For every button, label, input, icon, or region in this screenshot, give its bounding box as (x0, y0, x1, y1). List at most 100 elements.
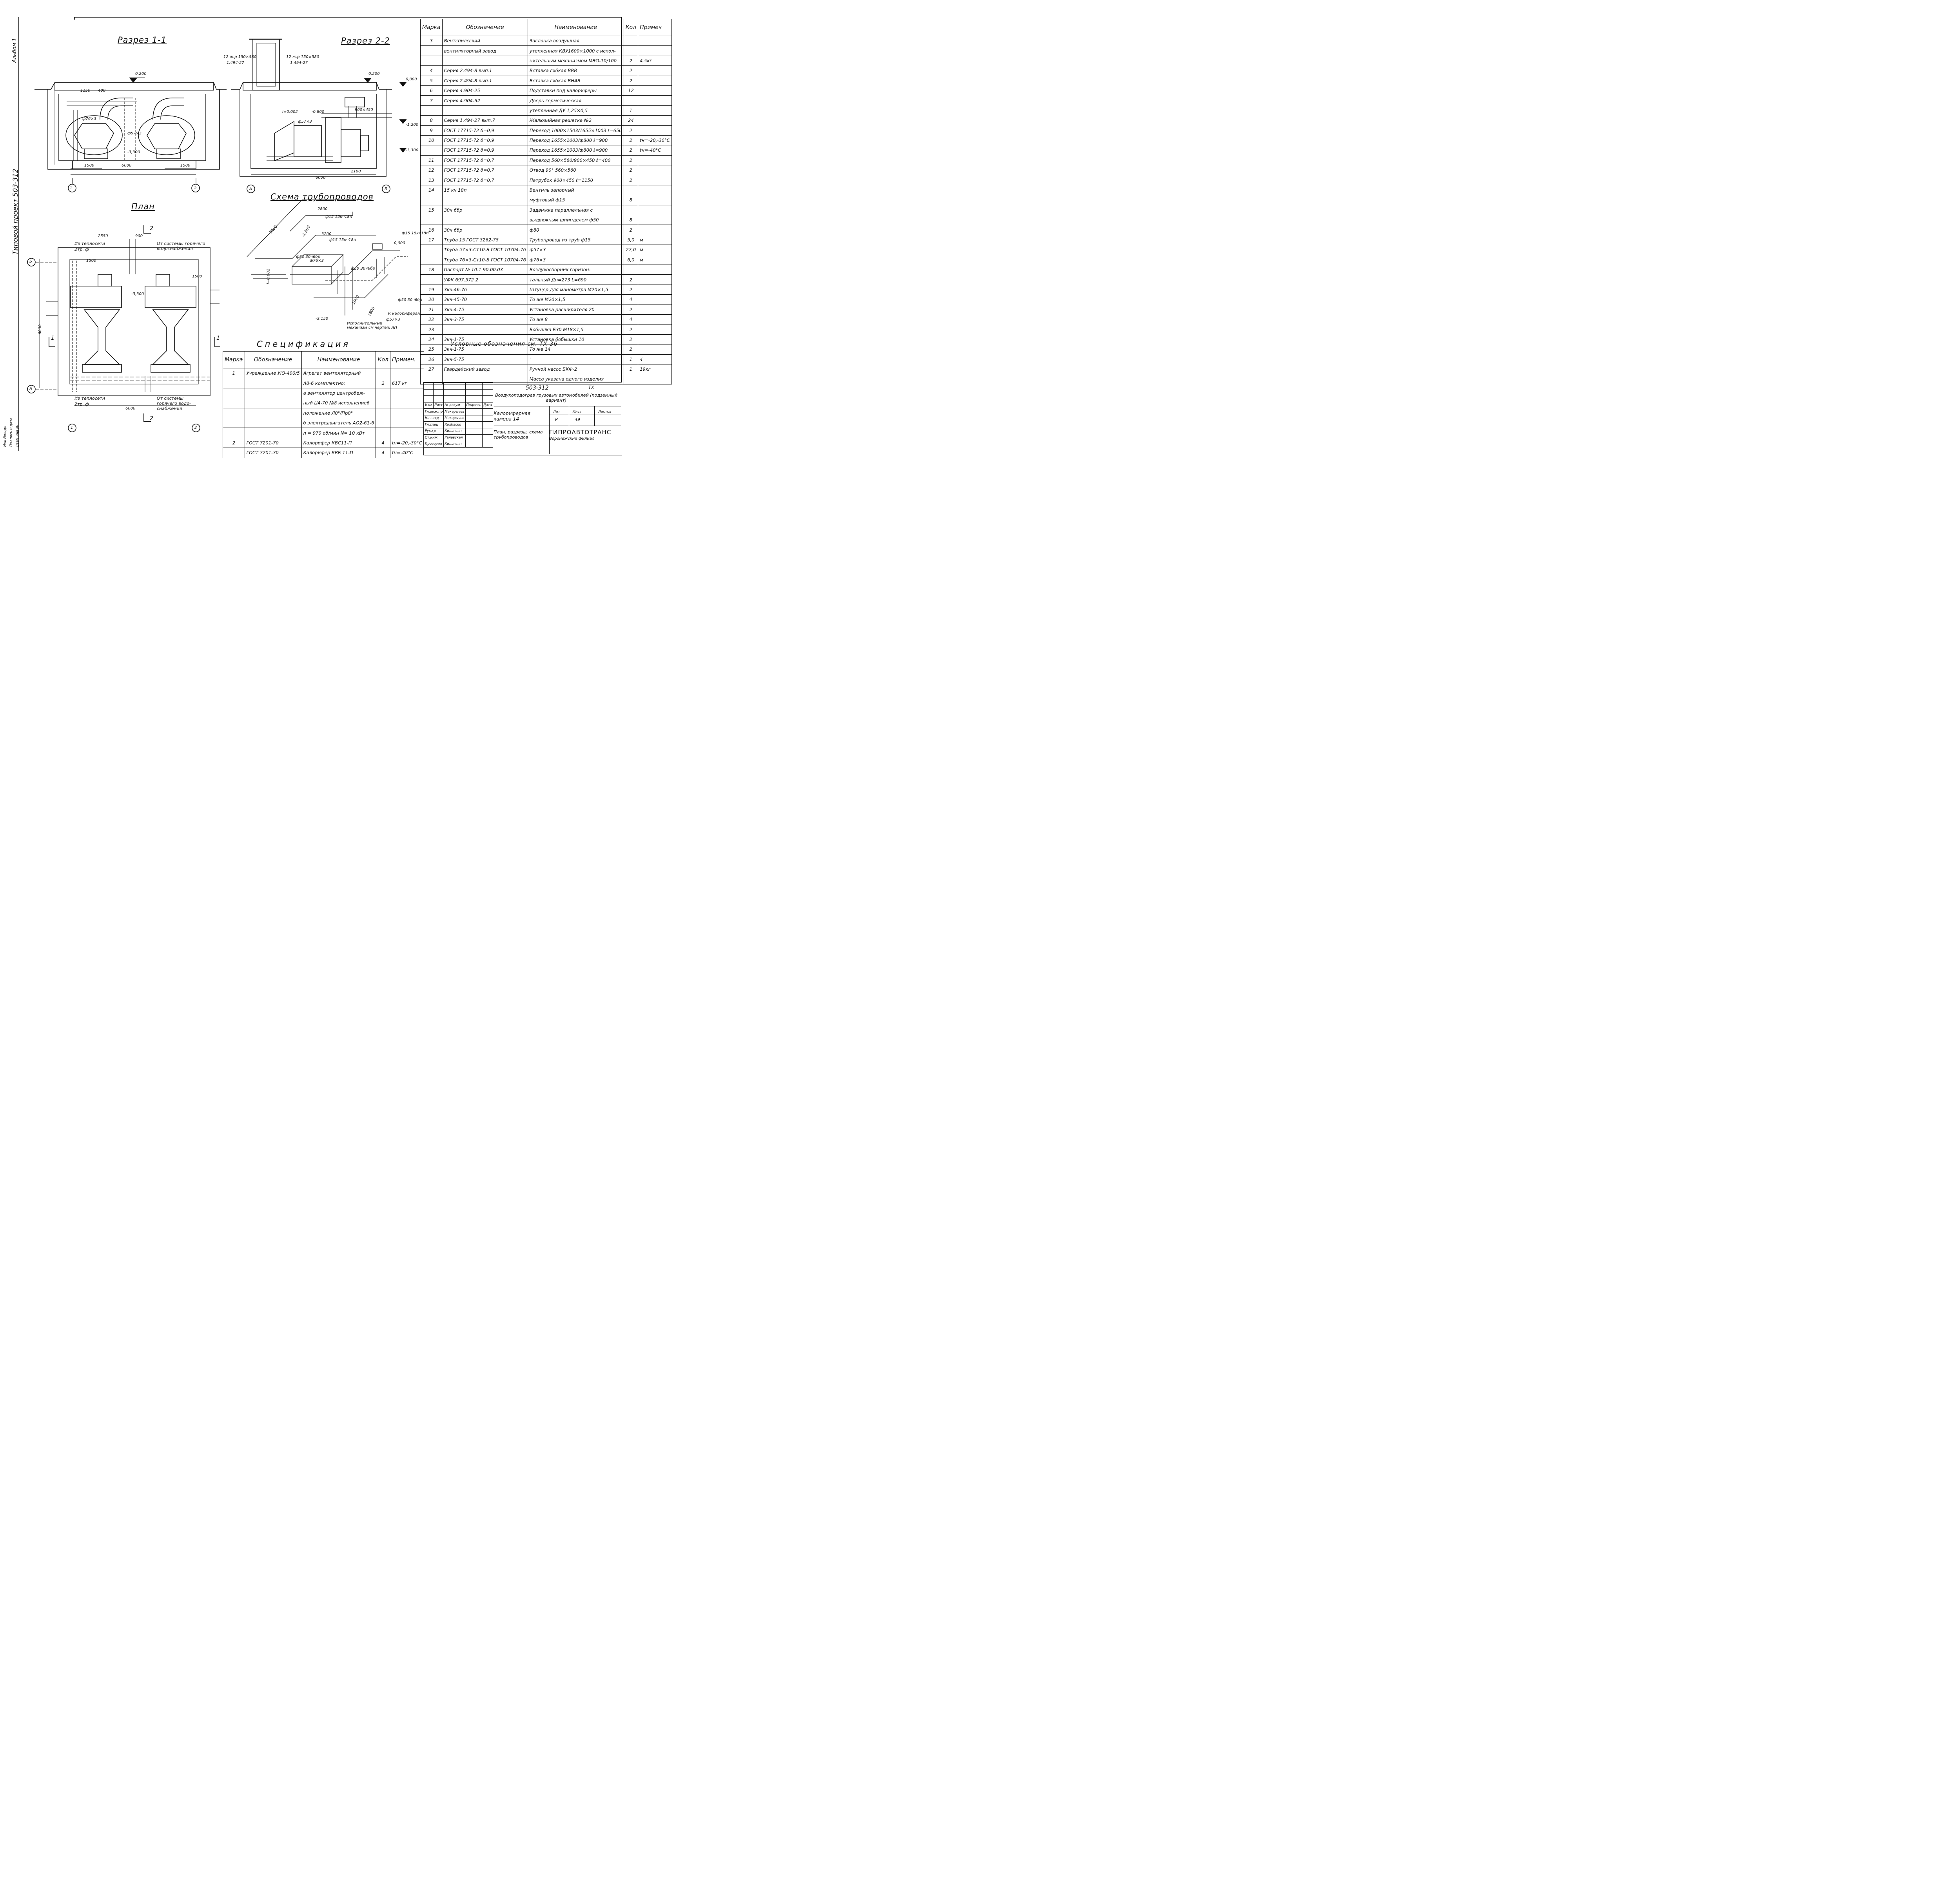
spec2-cell: 3кч-46-76 (442, 284, 528, 295)
spec2-table: Марка Обозначение Наименование Кол Приме… (420, 19, 672, 384)
tb-blank-row (424, 383, 493, 390)
s2-pipe57: ф57×3 (298, 120, 312, 124)
tb-blank-cell (433, 395, 444, 402)
spec2-cell: Переход 1655×1003/ф800 ℓ=900 (527, 145, 624, 156)
tb-date (482, 421, 493, 428)
tb-blank-cell (424, 395, 434, 402)
tb-blank-cell (424, 383, 434, 390)
spec-cell: б электродвигатель АО2-61-6 (301, 417, 376, 428)
spec2-cell (623, 374, 639, 384)
tb-header-cell: Подпись (465, 402, 483, 409)
spec-cell: А8-6 комплектно: (301, 378, 376, 388)
spec2-cell: 3кч-1-75 (442, 334, 528, 345)
spec2-cell: ф80 (527, 225, 624, 235)
spec2-cell: Переход 1655×1003/ф800 ℓ=900 (527, 135, 624, 146)
tb-org: ГИПРОАВТОТРАНС (549, 429, 612, 436)
tb-mark: ТХ (588, 385, 594, 390)
stamp-replace: Взам инв № (16, 425, 20, 447)
spec2-cell (638, 314, 672, 325)
spec2-cell (638, 125, 672, 136)
spec2-cell (442, 195, 528, 205)
s1-axis-1: 1 (70, 186, 73, 190)
tb-blank-cell (443, 383, 466, 390)
spec2-cell: Патрубок 900×450 ℓ=1150 (527, 175, 624, 185)
spec2-cell (420, 195, 443, 205)
spec2-cell: утепленная КВУ1600×1000 с испол- (527, 45, 624, 56)
tb-person: Киланьян (443, 441, 466, 448)
s2-level2: -1,200 (406, 123, 419, 127)
s1-dim-total: 6000 (122, 163, 132, 168)
s2-level3: -3,300 (406, 148, 419, 152)
spec-cell (376, 417, 390, 428)
spec2-cell: Серия 2.494-8 вып.1 (442, 65, 528, 76)
spec-cell (390, 417, 424, 428)
tb-blank-cell (433, 389, 444, 396)
tb-header-cell: Лист (433, 402, 444, 409)
spec2-cell: 15 (420, 205, 443, 216)
spec2-cell: Установка расширителя 20 (527, 304, 624, 315)
spec2-cell: 8 (623, 195, 639, 205)
s2-grille-right-series: 1.494-27 (290, 61, 308, 65)
spec-cell (376, 428, 390, 438)
spec2-cell: 3кч-45-70 (442, 294, 528, 305)
plan-dim-1500b: 1500 (192, 274, 202, 279)
scheme-valve15-a: ф15 15кч18п (325, 215, 352, 219)
spec-cell: 4 (376, 448, 390, 458)
spec2-cell: То же 8 (527, 314, 624, 325)
spec2-cell: 16 (420, 225, 443, 235)
spec2-cell: 24 (623, 115, 639, 126)
spec2-cell: 8 (420, 115, 443, 126)
tb-date (482, 434, 493, 441)
tb-signature (465, 408, 483, 415)
tb-stage-label: Лит (553, 410, 560, 414)
plan-cut-right: 1 (216, 335, 220, 341)
spec2-cell (638, 294, 672, 305)
spec2-cell (638, 324, 672, 335)
spec2-cell: 10 (420, 135, 443, 146)
plan-axis-2: 2 (194, 426, 197, 430)
s2-slope: i=0,002 (282, 110, 298, 114)
spec2-cell: 13 (420, 175, 443, 185)
spec2-h-mark: Марка (420, 19, 443, 36)
side-project-label: Типовой проект 503-312 (12, 169, 20, 255)
spec2-cell: Серия 1.494-27 вып.7 (442, 115, 528, 126)
legend-note: Условные обозначения см. ТХ-36 (451, 341, 558, 347)
plan-axis-b: Б (29, 259, 32, 264)
spec2-cell: 25 (420, 344, 443, 355)
spec2-cell (638, 75, 672, 86)
spec-cell (390, 388, 424, 399)
spec2-cell: 2 (623, 225, 639, 235)
spec-row: n = 970 об/мин N= 10 кВт (223, 428, 424, 438)
spec2-cell: Труба 76×3-Ст10-Б ГОСТ 10704-76 (442, 254, 528, 265)
spec2-cell: 2 (623, 145, 639, 156)
s1-pipe57: ф57×3 (127, 131, 142, 136)
scheme-pipe57: ф57×3 (386, 317, 401, 322)
plan-from-heat-bottom: Из теплосети (74, 396, 105, 401)
scheme-dim-3200: 3200 (321, 232, 332, 236)
plan-title: План (131, 202, 155, 211)
scheme-valve15-c: ф15 15кч18п (402, 231, 429, 236)
plan-cut-top: 2 (150, 225, 153, 232)
plan-axis-1: 1 (71, 426, 73, 430)
spec-row: а вентилятор центробеж- (223, 388, 424, 399)
spec2-cell (623, 185, 639, 196)
spec2-cell: 6,0 (623, 254, 639, 265)
spec2-cell: м (638, 245, 672, 255)
s2-level4: -0,800 (312, 110, 325, 114)
spec2-cell: 5,0 (623, 234, 639, 245)
spec2-cell: 12 (420, 165, 443, 176)
spec2-cell (442, 215, 528, 225)
spec-cell (244, 378, 302, 388)
spec2-cell: Заслонка воздушная (527, 35, 624, 46)
